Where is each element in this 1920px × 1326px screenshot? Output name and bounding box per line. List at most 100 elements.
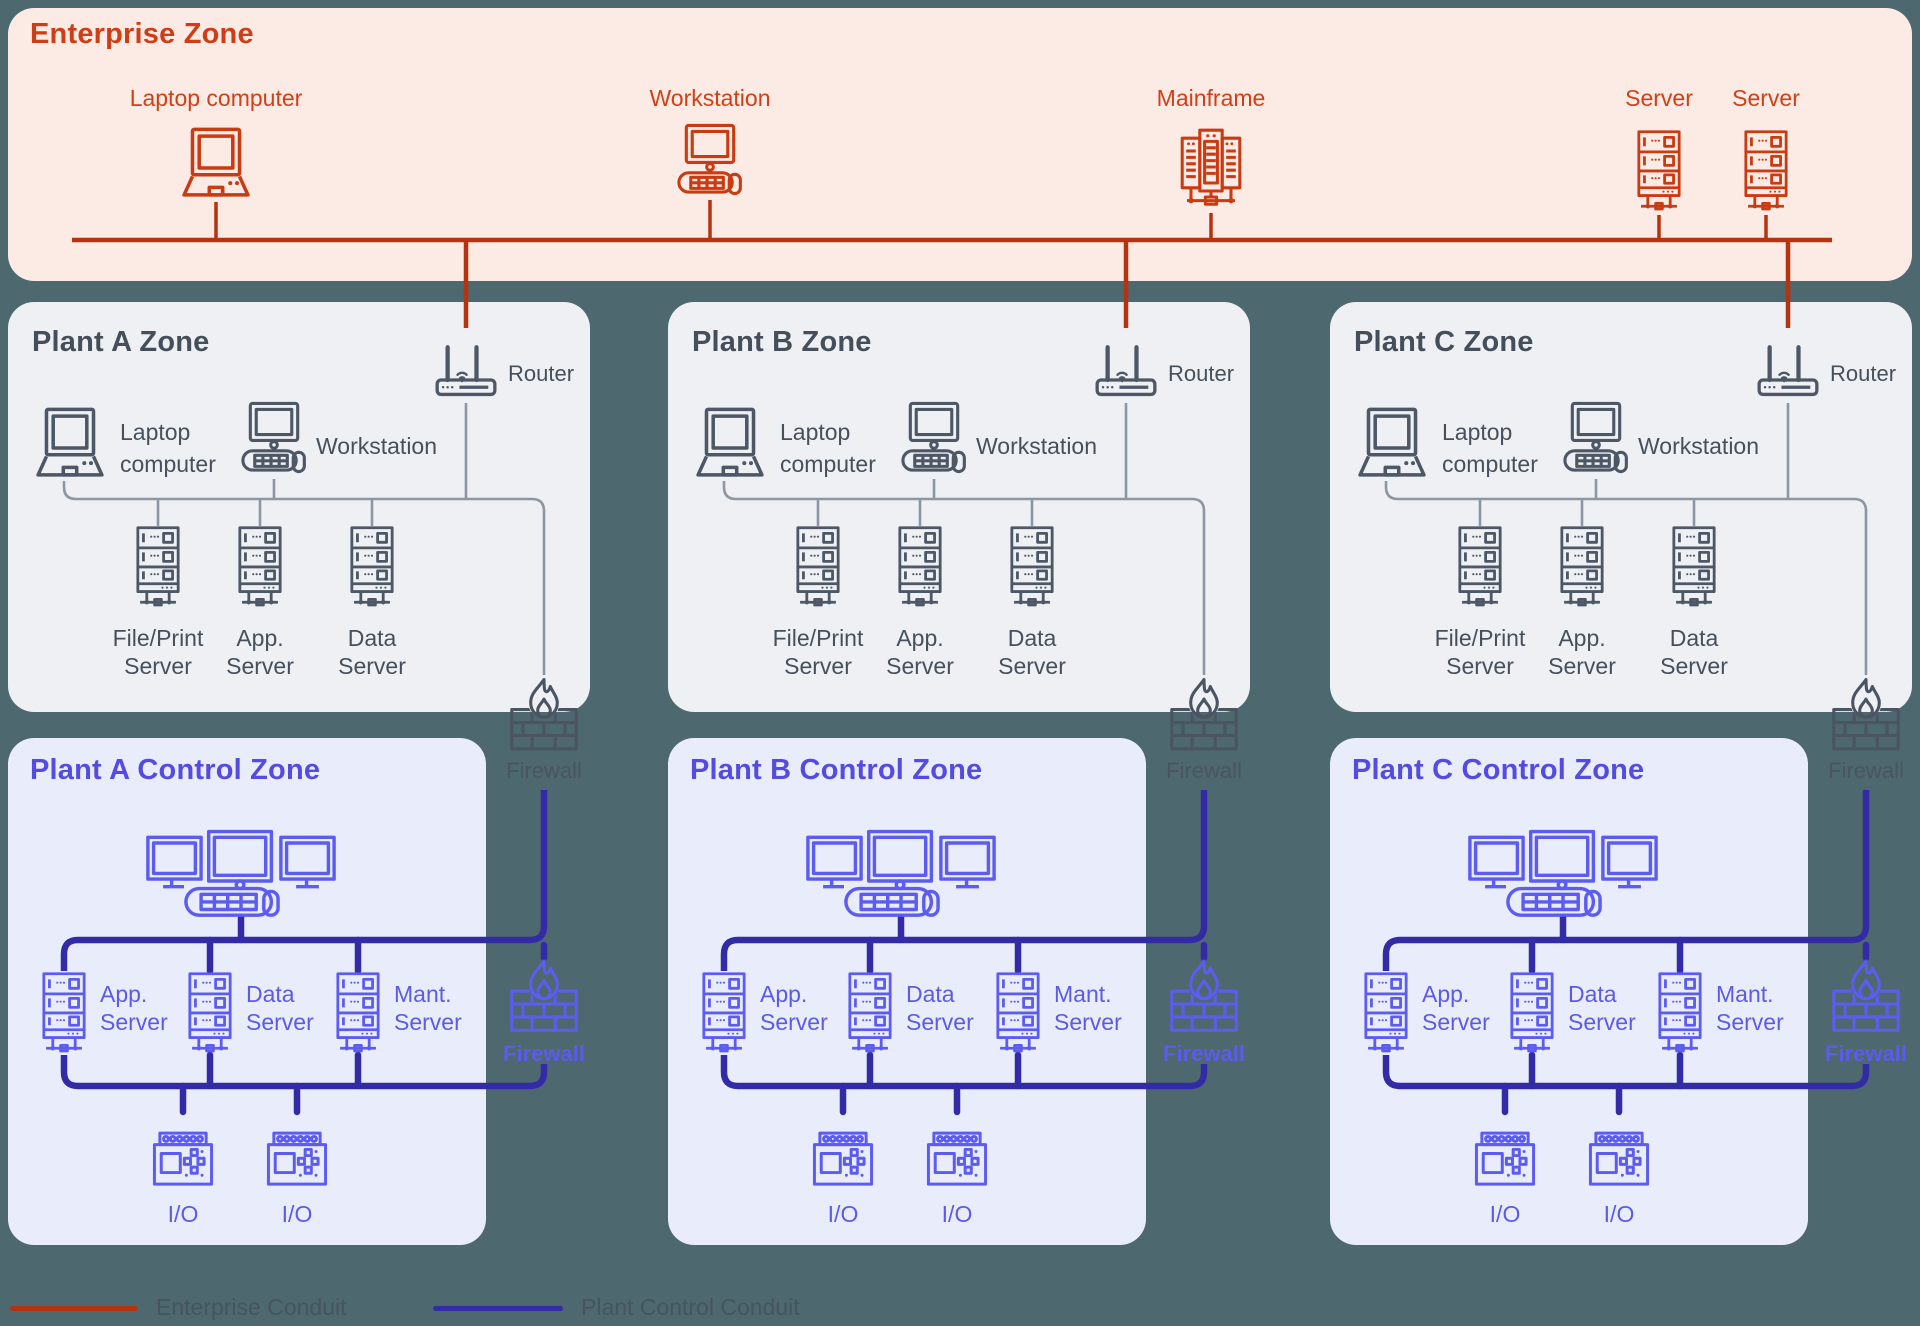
laptop-label-line2: computer bbox=[120, 451, 216, 477]
router-label: Router bbox=[1830, 361, 1897, 386]
server-label-line1: Data bbox=[1568, 981, 1617, 1007]
laptop-label-line1: Laptop bbox=[120, 419, 191, 445]
server-label-line2: Server bbox=[100, 1009, 168, 1035]
mainframe-icon bbox=[1171, 121, 1251, 213]
server-icon bbox=[330, 970, 386, 1057]
io-label: I/O bbox=[827, 1201, 859, 1227]
firewall-icon bbox=[1831, 954, 1901, 1038]
router-icon bbox=[1093, 342, 1159, 401]
server-icon bbox=[36, 970, 92, 1057]
firewall-icon bbox=[1169, 954, 1239, 1038]
firewall-label: Firewall bbox=[1166, 758, 1242, 783]
io-module-icon bbox=[1585, 1130, 1653, 1192]
firewall-icon bbox=[1831, 676, 1901, 753]
workstation-label: Workstation bbox=[1638, 433, 1760, 459]
firewall-label: Firewall bbox=[1825, 1041, 1907, 1066]
server-label-line1: App. bbox=[760, 981, 808, 1007]
enterprise-conduit-swatch bbox=[10, 1306, 138, 1311]
server-label-line2: Server bbox=[886, 653, 954, 679]
server-label-line1: App. bbox=[1422, 981, 1470, 1007]
plant-control-conduit-swatch bbox=[433, 1306, 563, 1311]
workstation-label: Workstation bbox=[976, 433, 1098, 459]
server-label-line2: Server bbox=[246, 1009, 314, 1035]
server-label-line2: Server bbox=[1568, 1009, 1636, 1035]
io-module-icon bbox=[1471, 1130, 1539, 1192]
laptop-icon bbox=[1350, 404, 1434, 482]
io-label: I/O bbox=[167, 1201, 199, 1227]
plant-a-zone-title: Plant A Zone bbox=[32, 326, 210, 358]
enterprise-server1-label: Server bbox=[1625, 85, 1693, 111]
server-label-line1: Data bbox=[906, 981, 955, 1007]
server-label-line2: Server bbox=[124, 653, 192, 679]
server-label-line1: Data bbox=[1007, 625, 1057, 651]
server-label-line2: Server bbox=[338, 653, 406, 679]
laptop-label: Laptop computer bbox=[120, 416, 216, 480]
mant-server-label: Mant.Server bbox=[1716, 980, 1784, 1036]
firewall-label: Firewall bbox=[506, 758, 582, 783]
io-label: I/O bbox=[941, 1201, 973, 1227]
io-module-icon bbox=[263, 1130, 331, 1192]
server-label-line1: Mant. bbox=[1716, 981, 1774, 1007]
server-icon bbox=[1666, 524, 1722, 611]
server-icon bbox=[1554, 524, 1610, 611]
enterprise-zone-panel bbox=[8, 8, 1912, 281]
server-label-line1: App. bbox=[1558, 625, 1606, 651]
router-label: Router bbox=[1168, 361, 1235, 386]
server-icon bbox=[1631, 128, 1687, 215]
router-icon bbox=[1755, 342, 1821, 401]
server-icon bbox=[182, 970, 238, 1057]
server-icon bbox=[1504, 970, 1560, 1057]
server-icon bbox=[892, 524, 948, 611]
server-label-line1: Data bbox=[347, 625, 397, 651]
firewall-icon bbox=[1169, 676, 1239, 753]
server-label-line2: Server bbox=[1054, 1009, 1122, 1035]
laptop-icon bbox=[688, 404, 772, 482]
server-label-line2: Server bbox=[394, 1009, 462, 1035]
server-icon bbox=[1004, 524, 1060, 611]
enterprise-conduit-label: Enterprise Conduit bbox=[156, 1294, 347, 1320]
server-label-line2: Server bbox=[998, 653, 1066, 679]
app-server-label: App.Server bbox=[226, 624, 294, 680]
io-module-icon bbox=[149, 1130, 217, 1192]
laptop-icon bbox=[28, 404, 112, 482]
firewall-icon bbox=[509, 954, 579, 1038]
server-icon bbox=[1452, 524, 1508, 611]
plant-c-zone-title: Plant C Zone bbox=[1354, 326, 1534, 358]
server-label-line1: Mant. bbox=[394, 981, 452, 1007]
server-label-line1: Mant. bbox=[1054, 981, 1112, 1007]
workstation-icon bbox=[237, 400, 311, 478]
server-icon bbox=[1652, 970, 1708, 1057]
server-icon bbox=[842, 970, 898, 1057]
router-icon bbox=[433, 342, 499, 401]
laptop-icon bbox=[174, 124, 258, 202]
enterprise-workstation-label: Workstation bbox=[649, 85, 771, 111]
server-icon bbox=[790, 524, 846, 611]
server-label-line1: File/Print bbox=[772, 625, 864, 651]
workstation-icon bbox=[1559, 400, 1633, 478]
io-label: I/O bbox=[281, 1201, 313, 1227]
server-icon bbox=[344, 524, 400, 611]
server-label-line2: Server bbox=[1548, 653, 1616, 679]
hmi-workstation-icon bbox=[146, 824, 336, 919]
laptop-label-line2: computer bbox=[1442, 451, 1538, 477]
server-label-line2: Server bbox=[1660, 653, 1728, 679]
plant-c-zone-panel bbox=[1330, 302, 1912, 712]
server-label-line1: Data bbox=[1669, 625, 1719, 651]
plant-b-zone-panel bbox=[668, 302, 1250, 712]
hmi-workstation-icon bbox=[1468, 824, 1658, 919]
app-server-label: App.Server bbox=[760, 980, 828, 1036]
server-icon bbox=[696, 970, 752, 1057]
app-server-label: App.Server bbox=[886, 624, 954, 680]
server-label-line2: Server bbox=[1446, 653, 1514, 679]
firewall-label: Firewall bbox=[1163, 1041, 1245, 1066]
firewall-icon bbox=[509, 676, 579, 753]
